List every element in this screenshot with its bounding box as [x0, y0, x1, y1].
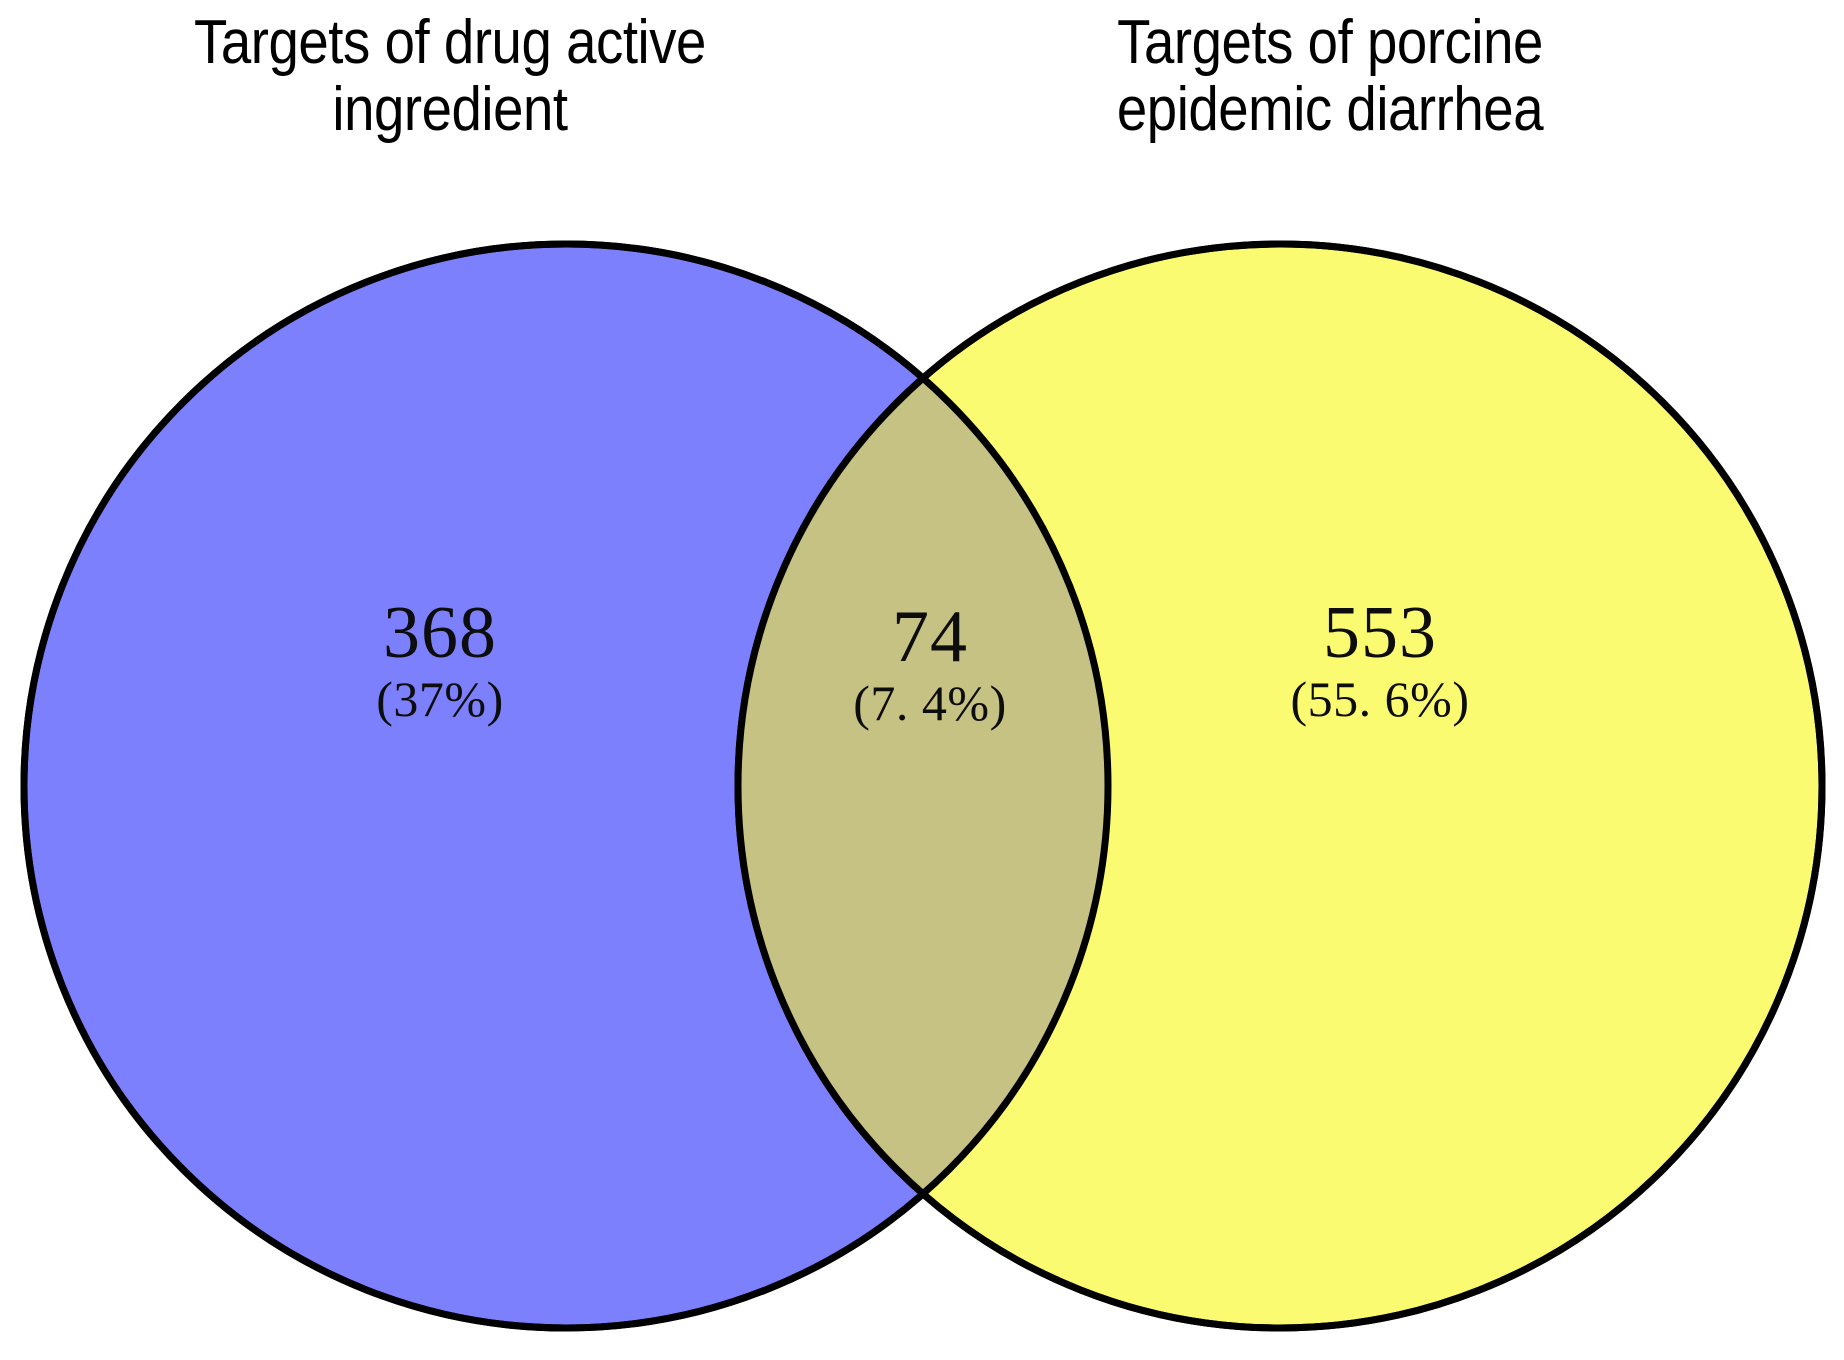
left-set-circle-outline: [20, 240, 1112, 1332]
right-set-circle-outline: [734, 240, 1826, 1332]
intersection-region: [738, 244, 1108, 1328]
right-set-title: Targets of porcine epidemic diarrhea: [1116, 8, 1544, 144]
left-set-title: Targets of drug active ingredient: [194, 8, 706, 144]
